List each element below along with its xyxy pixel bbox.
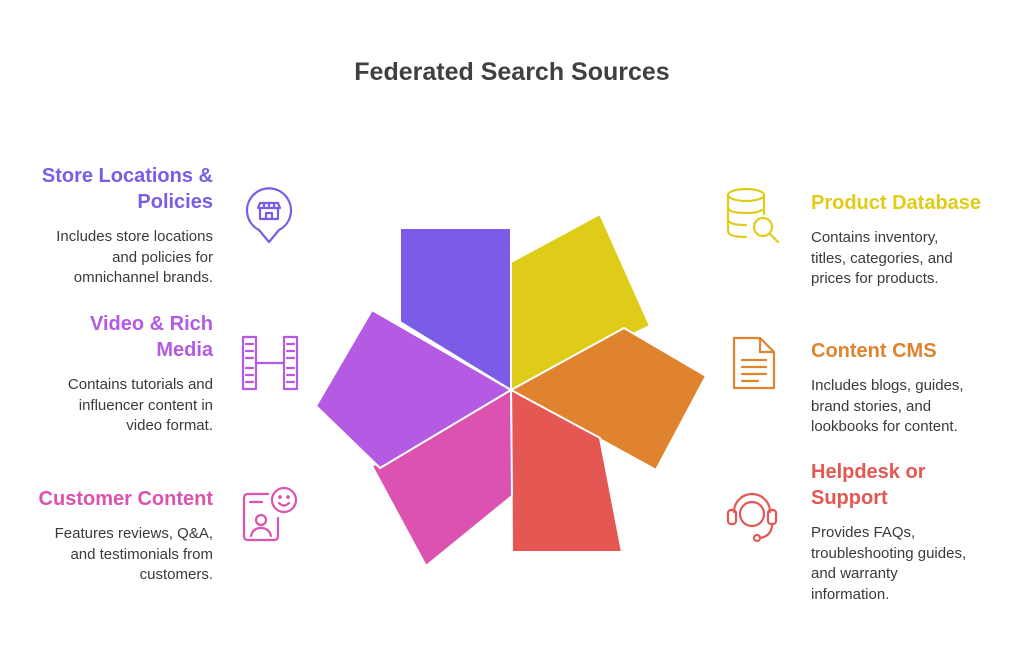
film-strip-icon [240, 334, 300, 392]
source-description: Contains tutorials and influencer conten… [67, 376, 213, 434]
petal-product-database [510, 213, 651, 391]
source-description: Includes store locations and policies fo… [56, 228, 213, 286]
sources-pinwheel [315, 213, 707, 567]
source-title: Customer Content [38, 488, 213, 510]
source-description: Includes blogs, guides, brand stories, a… [811, 377, 964, 435]
source-customer-content: Customer Content Features reviews, Q&A, … [0, 486, 213, 586]
source-title: Helpdesk or Support [811, 461, 926, 509]
petal-helpdesk-support [510, 389, 623, 553]
source-title: Content CMS [811, 340, 937, 362]
document-icon [730, 334, 778, 392]
source-title: Product Database [811, 192, 982, 214]
source-description: Features reviews, Q&A, and testimonials … [54, 525, 213, 583]
source-helpdesk-support: Helpdesk or Support Provides FAQs, troub… [811, 459, 1016, 605]
support-headset-icon [724, 484, 784, 544]
source-product-database: Product Database Contains inventory, tit… [811, 190, 1016, 290]
database-search-icon [724, 186, 784, 246]
source-description: Provides FAQs, troubleshooting guides, a… [811, 524, 967, 603]
customer-review-icon [240, 484, 300, 544]
petal-content-cms [510, 327, 707, 471]
source-video-rich-media: Video & Rich Media Contains tutorials an… [0, 311, 213, 437]
source-content-cms: Content CMS Includes blogs, guides, bran… [811, 338, 1016, 438]
source-description: Contains inventory, titles, categories, … [811, 229, 953, 287]
source-title: Store Locations & Policies [41, 165, 213, 213]
source-store-locations: Store Locations & Policies Includes stor… [0, 163, 213, 289]
source-title: Video & Rich Media [90, 313, 213, 361]
diagram-title: Federated Search Sources [354, 58, 670, 86]
store-location-pin-icon [243, 186, 295, 246]
petal-video-rich-media [315, 309, 512, 469]
